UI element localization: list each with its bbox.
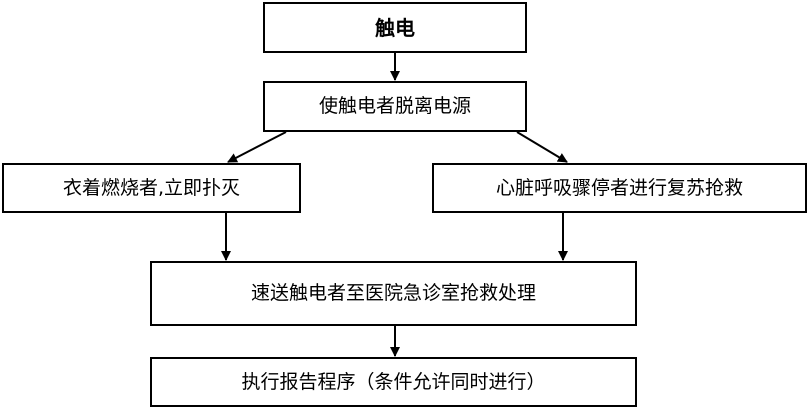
arrow-disconnect-to-cpr (516, 131, 568, 163)
node-cardiopulmonary-resuscitation: 心脏呼吸骤停者进行复苏抢救 (432, 163, 807, 213)
node-extinguish-burning-clothes: 衣着燃烧者,立即扑灭 (2, 163, 301, 213)
node-send-to-hospital: 速送触电者至医院急诊室抢救处理 (150, 261, 637, 326)
node-reporting-procedure: 执行报告程序（条件允许同时进行） (150, 357, 637, 407)
node-disconnect-power: 使触电者脱离电源 (263, 81, 527, 132)
arrow-disconnect-to-burning (227, 131, 287, 163)
node-electric-shock: 触电 (263, 2, 527, 53)
